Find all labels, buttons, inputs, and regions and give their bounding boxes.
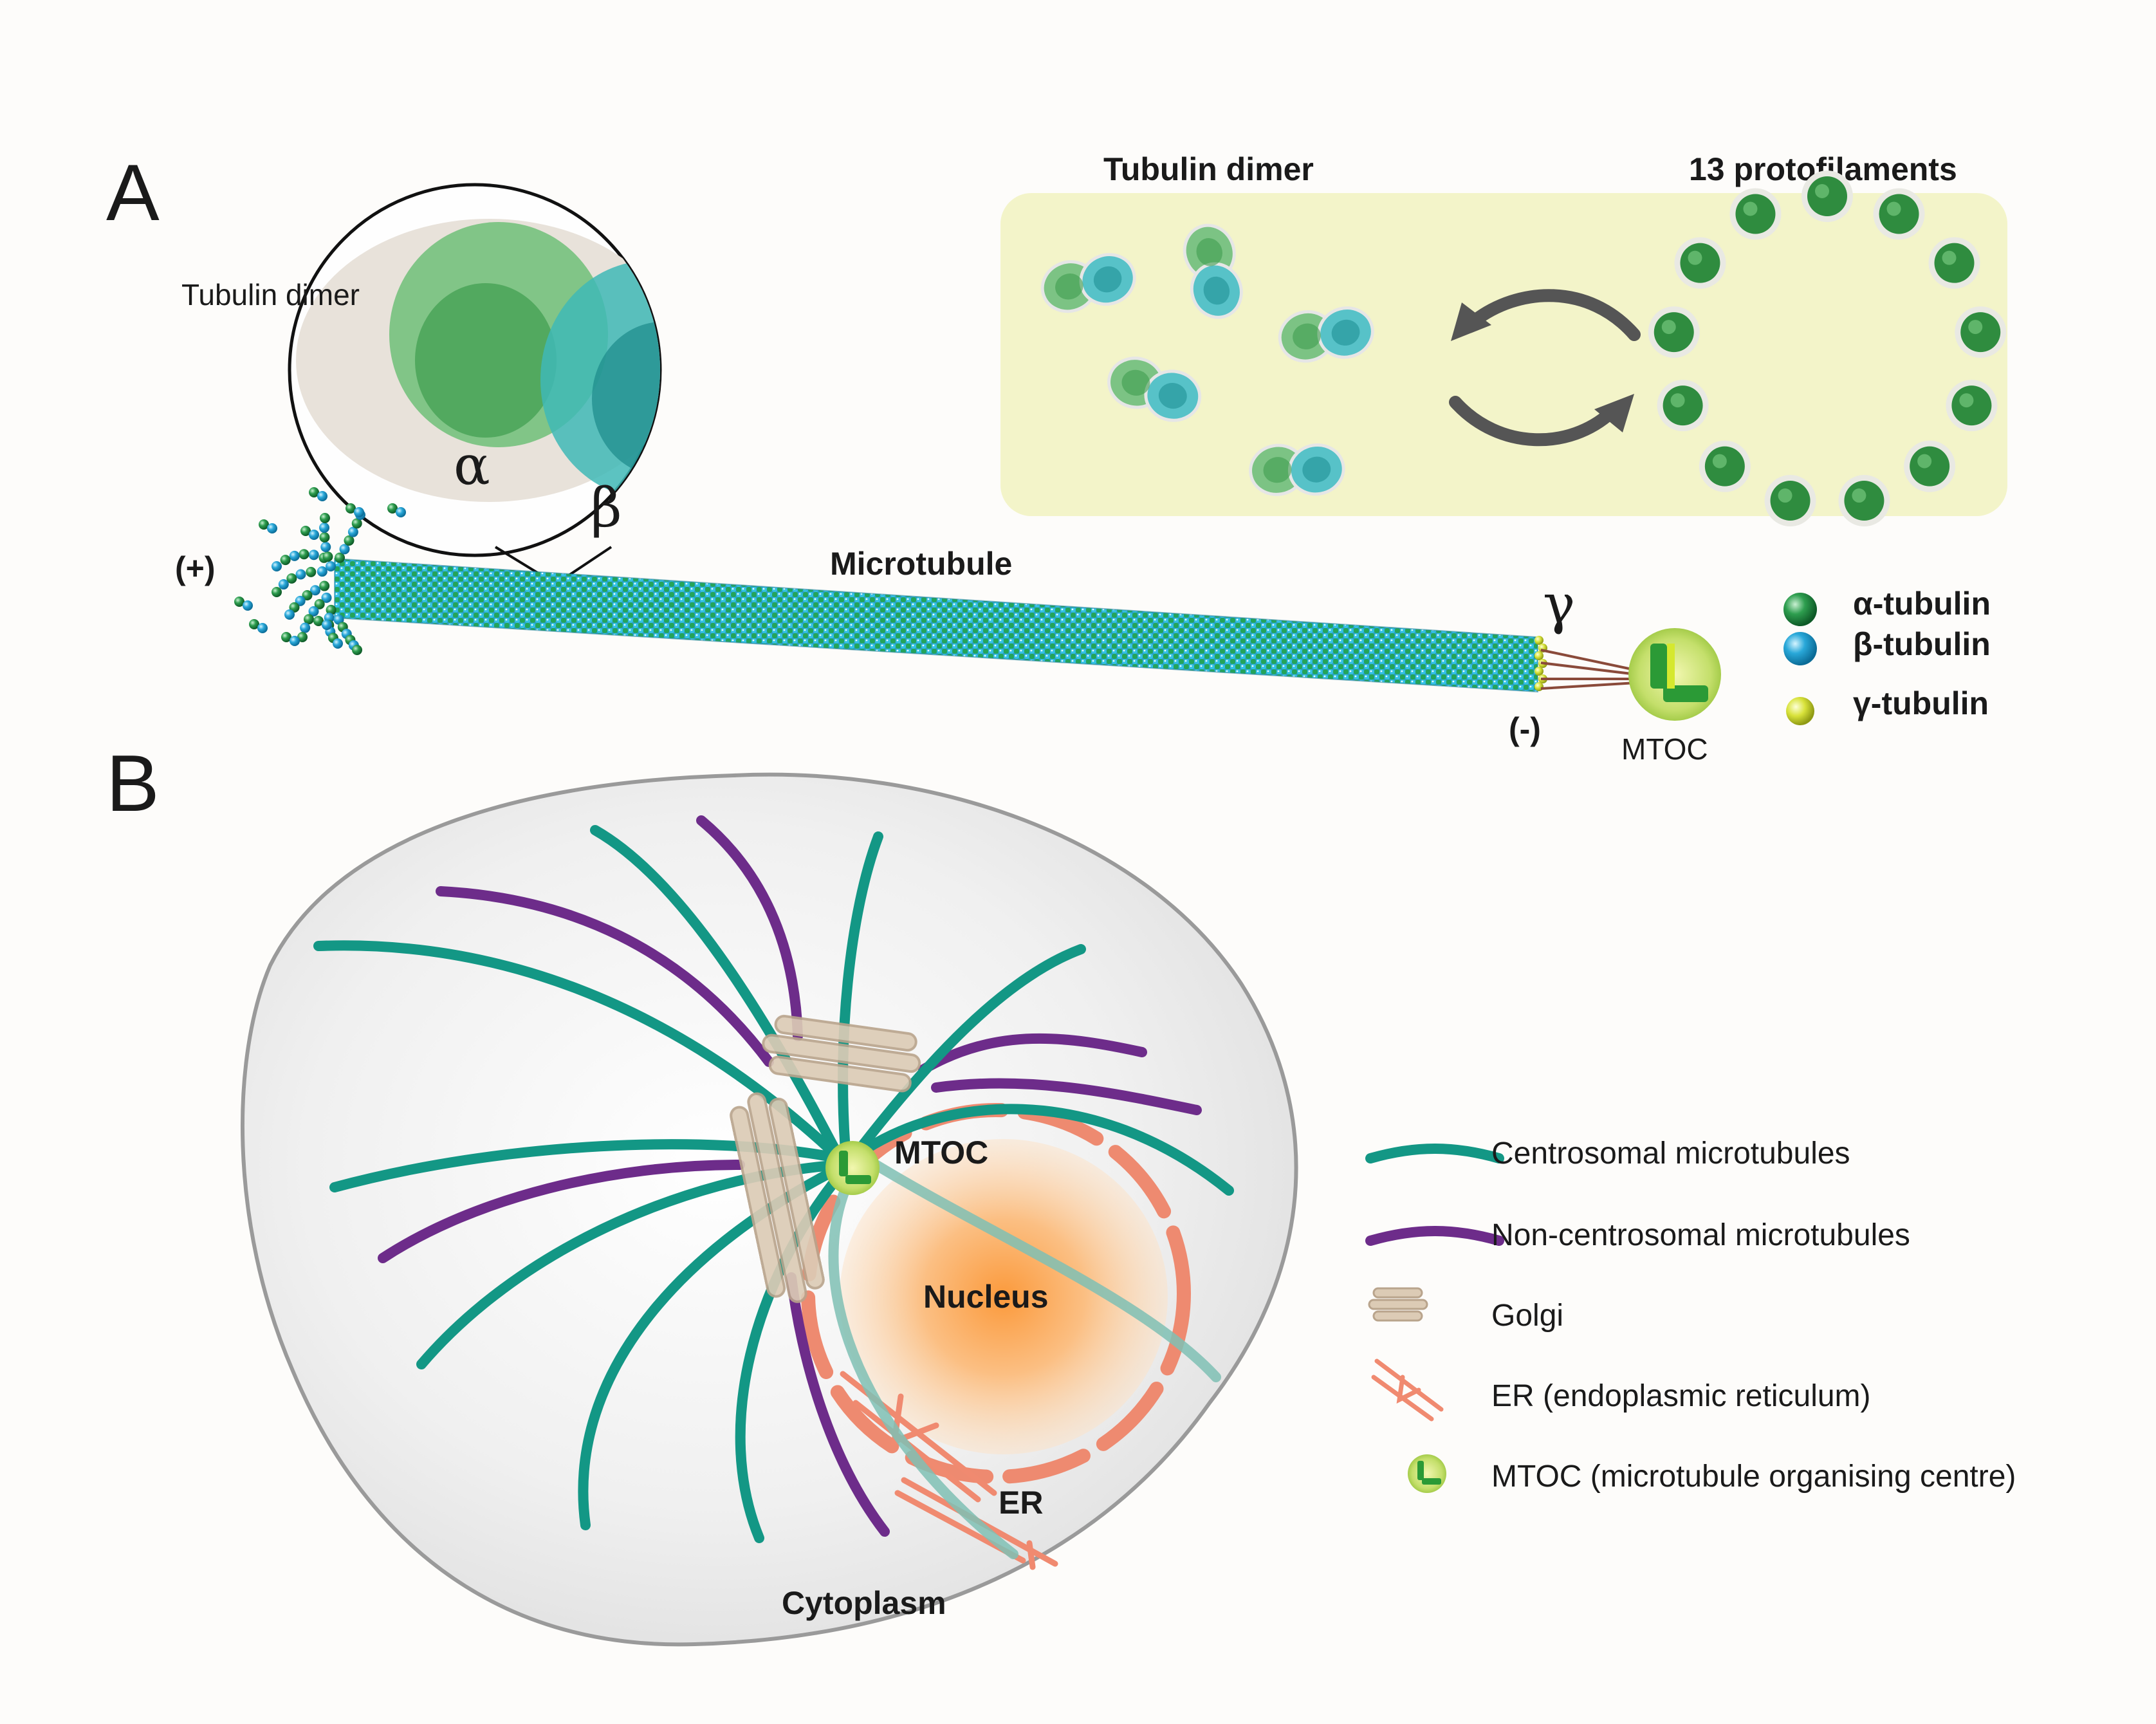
protofilament-icon <box>1910 446 1950 487</box>
free-beta-tubulin <box>317 491 327 501</box>
equilibrium-arrows <box>1449 289 1641 447</box>
protofilament-icon <box>1879 194 1919 234</box>
plus-end-curls <box>234 487 406 655</box>
free-alpha-tubulin <box>259 519 269 530</box>
free-alpha-tubulin <box>234 597 244 607</box>
free-alpha-tubulin <box>313 616 324 626</box>
panel-b-letter: B <box>106 739 160 828</box>
legend-mtoc: MTOC (microtubule organising centre) <box>1491 1460 2016 1494</box>
free-beta-tubulin <box>243 600 253 611</box>
legend-a: α-tubulin β-tubulin γ-tubulin <box>1783 586 1991 725</box>
free-beta-tubulin <box>396 507 406 517</box>
protofilament-icon <box>1960 312 2001 353</box>
er-icon <box>1371 1358 1444 1422</box>
gamma-tubulin-icon <box>1534 651 1543 660</box>
legend-alpha: α-tubulin <box>1853 586 1991 622</box>
legend-golgi: Golgi <box>1491 1299 1563 1333</box>
tubulin-dimer-zoom <box>288 183 662 582</box>
legend-gamma: γ-tubulin <box>1853 685 1989 721</box>
mtoc-a <box>1540 628 1721 721</box>
protofilament-icon <box>1680 243 1720 283</box>
depolymerise-arrow-icon <box>1467 289 1641 341</box>
tubulin-dimer-icon <box>1183 223 1243 319</box>
legend-er: ER (endoplasmic reticulum) <box>1491 1379 1871 1413</box>
protofilament-icon <box>1735 194 1776 234</box>
legend-b: Centrosomal microtubules Non-centrosomal… <box>1365 1136 2016 1494</box>
tubulin-dimer-icon <box>1249 443 1345 496</box>
tubulin-dimer-icon <box>1107 357 1202 422</box>
protofilament-icon <box>1951 385 1992 426</box>
mtoc-b <box>825 1141 880 1195</box>
er-label: ER <box>999 1485 1043 1521</box>
protofilament-icon <box>1770 481 1810 521</box>
tubulin-dimer-icon <box>1040 253 1136 313</box>
gamma-symbol: γ <box>1543 573 1575 636</box>
legend-centrosomal: Centrosomal microtubules <box>1491 1136 1850 1171</box>
centriole-icon <box>839 1151 848 1176</box>
polymerise-arrow-icon <box>1449 396 1618 447</box>
panel-a-letter: A <box>106 149 160 237</box>
alpha-tubulin-icon <box>1783 593 1817 626</box>
free-alpha-tubulin <box>387 503 398 514</box>
purple-line-icon <box>1365 1226 1504 1246</box>
gamma-tubulin-icon <box>1786 697 1814 725</box>
teal-line-icon <box>1365 1144 1504 1163</box>
free-alpha-tubulin <box>309 487 319 497</box>
legend-non-centrosomal: Non-centrosomal microtubules <box>1491 1218 1910 1252</box>
free-beta-tubulin <box>267 523 277 533</box>
free-beta-tubulin <box>354 507 364 517</box>
protofilament-icon <box>1807 176 1847 216</box>
mtoc-b-label: MTOC <box>894 1135 988 1171</box>
alpha-symbol: α <box>454 434 490 497</box>
mtoc-a-label: MTOC <box>1621 732 1708 766</box>
plus-end-label: (+) <box>175 550 216 586</box>
cytoplasm-label: Cytoplasm <box>782 1585 946 1621</box>
protofilament-icon <box>1663 385 1703 426</box>
protofilament-icon <box>1704 446 1745 487</box>
microtubule-label: Microtubule <box>830 546 1012 582</box>
protofilament-ring <box>1648 171 2007 527</box>
tubulin-dimer-icon <box>1278 306 1374 363</box>
nucleus-label: Nucleus <box>923 1279 1049 1315</box>
protofilament-icon <box>1934 243 1975 283</box>
free-beta-tubulin <box>290 636 300 646</box>
free-alpha-tubulin <box>346 503 356 514</box>
centriole-icon <box>1650 644 1667 689</box>
golgi <box>730 1015 921 1303</box>
beta-tubulin-icon <box>1783 632 1817 665</box>
free-alpha-tubulin <box>281 632 291 642</box>
gamma-tubulin-icon <box>1534 667 1543 676</box>
free-beta-tubulin <box>257 623 268 633</box>
protofilament-icon <box>1844 481 1884 521</box>
free-dimers-group <box>1040 223 1374 496</box>
zoom-label: Tubulin dimer <box>181 278 360 311</box>
assembly-box <box>1000 193 2007 516</box>
protofilament-icon <box>1654 312 1694 353</box>
beta-symbol: β <box>591 476 622 539</box>
gamma-tubulin-icon <box>1534 636 1543 645</box>
free-beta-tubulin <box>322 620 332 630</box>
free-beta-tubulin <box>309 530 319 540</box>
gamma-tubulin-icon <box>1534 682 1543 691</box>
free-alpha-tubulin <box>300 526 311 536</box>
microtubule <box>334 557 1538 693</box>
free-alpha-tubulin <box>249 619 259 629</box>
minus-end-label: (-) <box>1509 711 1541 747</box>
legend-beta: β-tubulin <box>1853 626 1991 662</box>
mtoc-icon <box>1408 1454 1446 1493</box>
non-centrosomal-microtubules <box>378 815 1202 1537</box>
golgi-icon <box>1368 1287 1428 1322</box>
box-left-title: Tubulin dimer <box>1103 151 1314 187</box>
